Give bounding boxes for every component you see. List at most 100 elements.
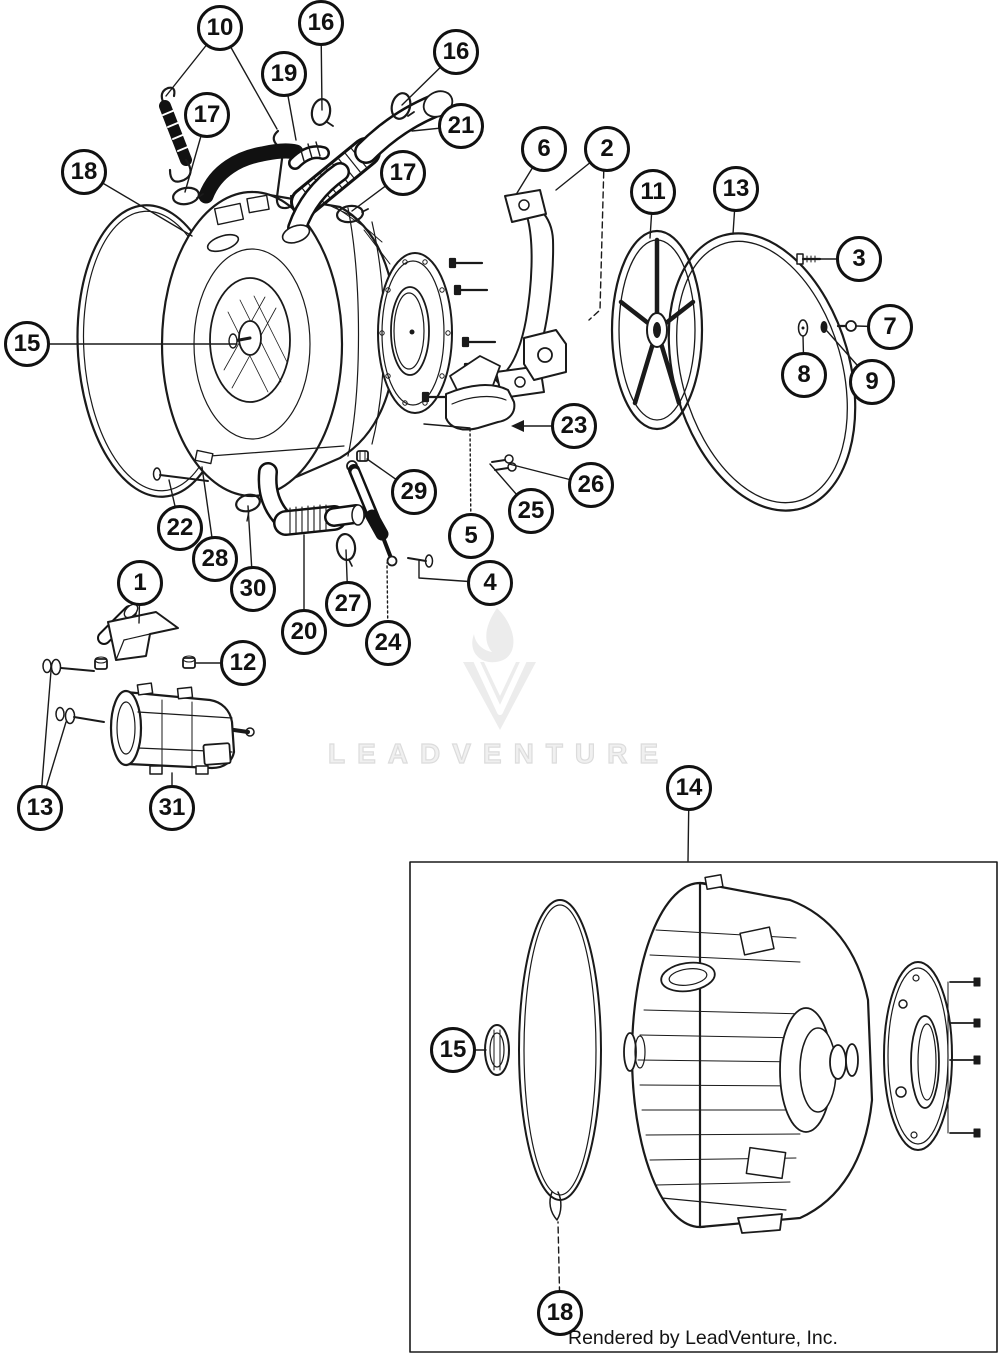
- inset-plate-screws: [947, 977, 981, 1138]
- drain-hose: [97, 462, 366, 645]
- callout-part-17[interactable]: 17: [380, 150, 426, 196]
- callout-part-9[interactable]: 9: [849, 359, 895, 405]
- callout-part-16[interactable]: 16: [433, 29, 479, 75]
- callout-part-15[interactable]: 15: [4, 321, 50, 367]
- callout-part-8[interactable]: 8: [781, 352, 827, 398]
- leadventure-logo-icon: [463, 608, 536, 730]
- hose-clamp-17a: [172, 186, 204, 206]
- hose-clamp-16b: [390, 92, 415, 120]
- callout-part-11[interactable]: 11: [630, 169, 676, 215]
- screw-4: [407, 554, 434, 568]
- part-number: 17: [389, 159, 417, 186]
- screw-22: [152, 467, 209, 482]
- callout-part-12[interactable]: 12: [220, 640, 266, 686]
- mount-block: [523, 329, 567, 381]
- part-number: 30: [239, 575, 267, 602]
- motor-screw-upper: [42, 658, 95, 676]
- callout-part-25[interactable]: 25: [508, 488, 554, 534]
- inset-box: [409, 861, 998, 1353]
- part-number: 23: [560, 412, 588, 439]
- part-number: 15: [13, 330, 41, 357]
- part-number: 9: [865, 368, 879, 395]
- washer-8: [797, 319, 809, 337]
- part-number: 29: [400, 478, 428, 505]
- part-number: 26: [577, 471, 605, 498]
- part-number: 11: [640, 178, 666, 205]
- screws-25-26: [491, 454, 517, 472]
- part-number: 15: [439, 1036, 467, 1063]
- part-number: 1: [133, 569, 147, 596]
- callout-part-13[interactable]: 13: [17, 785, 63, 831]
- callout-part-17[interactable]: 17: [184, 92, 230, 138]
- spring-hook: [272, 129, 294, 210]
- callout-part-5[interactable]: 5: [448, 513, 494, 559]
- callout-part-6[interactable]: 6: [521, 126, 567, 172]
- suspension-spring: [159, 86, 192, 183]
- callout-part-2[interactable]: 2: [584, 126, 630, 172]
- part-number: 5: [464, 522, 478, 549]
- callout-part-4[interactable]: 4: [467, 560, 513, 606]
- renderer-credit: Rendered by LeadVenture, Inc.: [568, 1327, 838, 1349]
- bearing-plate: [377, 252, 453, 414]
- part-number: 16: [442, 38, 470, 65]
- part-number: 7: [883, 313, 897, 340]
- screw-3: [796, 253, 822, 265]
- callout-part-27[interactable]: 27: [325, 581, 371, 627]
- callout-part-16[interactable]: 16: [298, 0, 344, 46]
- callout-part-26[interactable]: 26: [568, 462, 614, 508]
- part-number: 14: [675, 774, 703, 801]
- motor-screw-lower: [55, 706, 105, 725]
- callout-part-30[interactable]: 30: [230, 566, 276, 612]
- callout-part-23[interactable]: 23: [551, 403, 597, 449]
- callout-part-15[interactable]: 15: [430, 1027, 476, 1073]
- callout-part-28[interactable]: 28: [192, 536, 238, 582]
- nut-12-right: [182, 655, 196, 669]
- hose-clamp-16a: [310, 98, 334, 127]
- callout-part-18[interactable]: 18: [61, 149, 107, 195]
- drive-belt: [667, 232, 857, 512]
- callout-part-14[interactable]: 14: [666, 765, 712, 811]
- callout-part-31[interactable]: 31: [149, 785, 195, 831]
- callout-part-18[interactable]: 18: [537, 1290, 583, 1336]
- part-number: 6: [537, 135, 551, 162]
- callout-part-10[interactable]: 10: [197, 5, 243, 51]
- part-number: 20: [290, 618, 318, 645]
- part-number: 10: [206, 14, 234, 41]
- drive-motor: [109, 682, 255, 775]
- part-number: 31: [158, 794, 186, 821]
- part-number: 2: [600, 135, 614, 162]
- watermark-text: LEADVENTURE: [327, 737, 671, 769]
- callout-part-24[interactable]: 24: [365, 620, 411, 666]
- callout-part-21[interactable]: 21: [438, 103, 484, 149]
- part-number: 25: [517, 497, 545, 524]
- pin-9: [820, 321, 828, 333]
- callout-part-1[interactable]: 1: [117, 560, 163, 606]
- callout-part-20[interactable]: 20: [281, 609, 327, 655]
- part-number: 8: [797, 361, 811, 388]
- callout-part-29[interactable]: 29: [391, 469, 437, 515]
- elbow-hose: [354, 90, 454, 164]
- callout-part-7[interactable]: 7: [867, 304, 913, 350]
- inset-assembled-tub: [623, 873, 874, 1234]
- callout-part-13[interactable]: 13: [713, 166, 759, 212]
- part-number: 12: [229, 649, 257, 676]
- shock-absorber: [346, 460, 398, 567]
- part-number: 16: [307, 9, 335, 36]
- callout-part-3[interactable]: 3: [836, 236, 882, 282]
- hose-clamp-17b: [335, 204, 369, 224]
- part-number: 4: [483, 569, 497, 596]
- hose-clamp-27: [335, 532, 357, 567]
- part-number: 21: [447, 112, 475, 139]
- part-number: 13: [722, 175, 750, 202]
- nut-12-left: [94, 656, 108, 670]
- callout-part-19[interactable]: 19: [261, 51, 307, 97]
- part-number: 18: [70, 158, 98, 185]
- bracket-23: [445, 355, 524, 432]
- callout-part-22[interactable]: 22: [157, 505, 203, 551]
- inset-grommet: [484, 1024, 510, 1076]
- motor-mount-bracket: [107, 611, 179, 661]
- tub-shaft-hub: [228, 320, 262, 356]
- part-number: 19: [270, 60, 298, 87]
